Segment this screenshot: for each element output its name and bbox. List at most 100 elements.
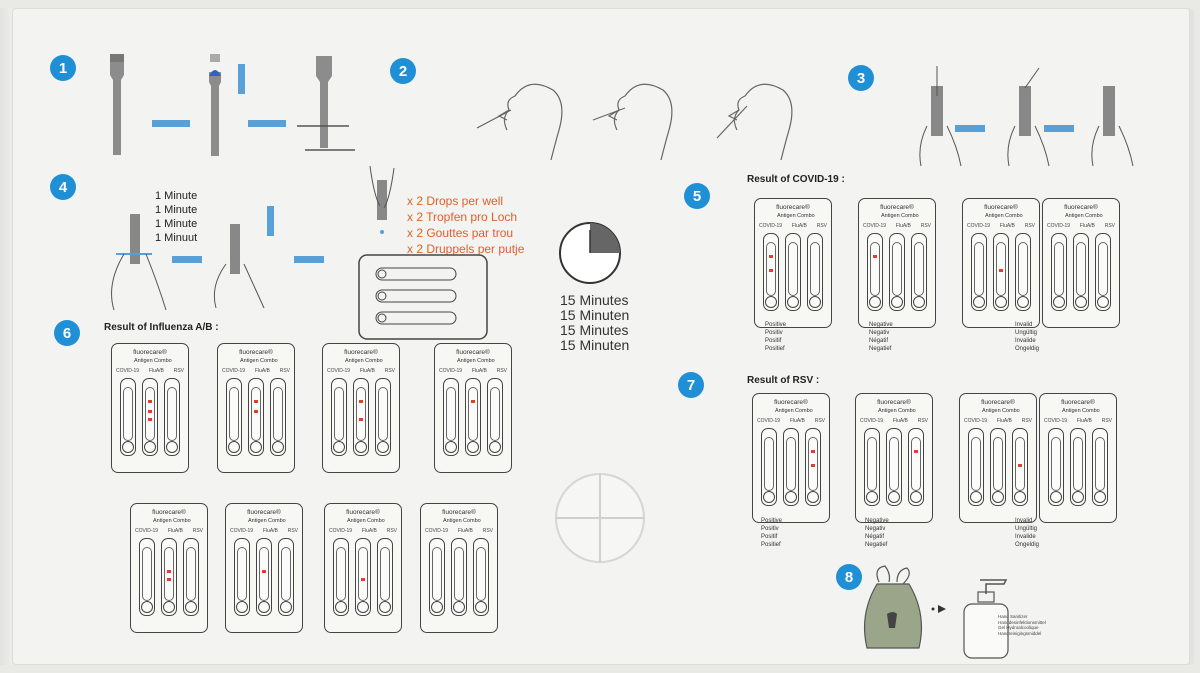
card-head-left: Antigen xyxy=(153,518,172,524)
positive-line-mark xyxy=(148,417,152,421)
sample-well xyxy=(163,601,175,613)
card-head-left: Antigen xyxy=(347,518,366,524)
strip-window xyxy=(914,242,924,296)
strip-label: FluA/B xyxy=(471,368,487,374)
test-strip xyxy=(908,428,924,506)
test-strip xyxy=(889,233,905,311)
strip-label: COVID-19 xyxy=(222,368,246,374)
sample-well xyxy=(489,441,501,453)
strip-window xyxy=(446,387,456,441)
strip-label: COVID-19 xyxy=(329,528,353,534)
test-strip xyxy=(805,428,821,506)
strip-label: RSV xyxy=(279,368,290,374)
card-head-left: Antigen xyxy=(777,213,796,219)
test-strip xyxy=(783,428,799,506)
sample-well xyxy=(913,296,925,308)
strip-window xyxy=(1076,242,1086,296)
test-strip xyxy=(1095,233,1111,311)
card-brand: fluorecare® xyxy=(247,509,281,516)
positive-line-mark xyxy=(254,400,258,403)
strip-label: FluA/B xyxy=(996,418,1012,424)
strip-label: COVID-19 xyxy=(757,418,781,424)
sample-well xyxy=(1050,491,1062,503)
strip-window xyxy=(334,387,344,441)
arrow-icon xyxy=(248,120,286,127)
arrow-icon xyxy=(172,256,202,263)
test-strip xyxy=(993,233,1009,311)
test-strip xyxy=(465,378,481,456)
card-head-left: Antigen xyxy=(878,408,897,414)
card-head-right: Combo xyxy=(477,358,495,364)
up-arrow-icon xyxy=(238,64,245,94)
rsv-result-title: Result of RSV : xyxy=(747,375,820,386)
test-strip xyxy=(785,233,801,311)
card-brand: fluorecare® xyxy=(776,204,810,211)
card-brand: fluorecare® xyxy=(880,204,914,211)
strip-window xyxy=(229,387,239,441)
wait-label-nl: 15 Minuten xyxy=(560,337,630,353)
test-strip xyxy=(256,538,272,616)
sample-well xyxy=(1017,296,1029,308)
positive-line-mark xyxy=(769,255,773,258)
test-strip xyxy=(867,233,883,311)
test-strip xyxy=(911,233,927,311)
arrow-icon xyxy=(955,125,985,132)
sample-well xyxy=(144,441,156,453)
test-strip xyxy=(807,233,823,311)
strip-label: COVID-19 xyxy=(1047,223,1071,229)
positive-line-mark xyxy=(254,409,258,413)
arrow-icon xyxy=(931,605,946,613)
card-head-right: Combo xyxy=(797,213,815,219)
minute-label-4: 1 Minuut xyxy=(155,232,198,244)
test-strip xyxy=(120,378,136,456)
strip-label: COVID-19 xyxy=(967,223,991,229)
strip-window xyxy=(808,437,818,491)
sample-well xyxy=(333,441,345,453)
sample-well xyxy=(888,491,900,503)
sample-well xyxy=(122,441,134,453)
test-strip xyxy=(278,538,294,616)
strip-window xyxy=(432,547,442,601)
sample-well xyxy=(475,601,487,613)
card-head-right: Combo xyxy=(1085,213,1103,219)
strip-label: RSV xyxy=(920,223,931,229)
minute-label-3: 1 Minute xyxy=(155,218,198,230)
positive-line-mark xyxy=(148,400,152,403)
strip-label: FluA/B xyxy=(167,528,183,534)
strip-window xyxy=(454,547,464,601)
down-arrow-icon xyxy=(267,206,274,236)
arrow-icon xyxy=(294,256,324,263)
test-kit-box-back: 1 2 3 4 5 6 7 8 xyxy=(0,8,1190,665)
strip-label: COVID-19 xyxy=(425,528,449,534)
strip-window xyxy=(164,547,174,601)
sample-well xyxy=(379,601,391,613)
strip-window xyxy=(378,387,388,441)
positive-line-mark xyxy=(359,417,363,421)
positive-line-mark xyxy=(999,269,1003,273)
strip-window xyxy=(1073,437,1083,491)
wait-label-en: 15 Minutes xyxy=(560,292,629,308)
strip-window xyxy=(889,437,899,491)
card-head-right: Combo xyxy=(795,408,813,414)
strip-window xyxy=(273,387,283,441)
positive-line-mark xyxy=(914,450,918,453)
strip-label: RSV xyxy=(1104,223,1115,229)
strip-window xyxy=(167,387,177,441)
strip-label: COVID-19 xyxy=(439,368,463,374)
nasal-swab-faces-illustration xyxy=(476,83,793,161)
sample-well xyxy=(973,296,985,308)
